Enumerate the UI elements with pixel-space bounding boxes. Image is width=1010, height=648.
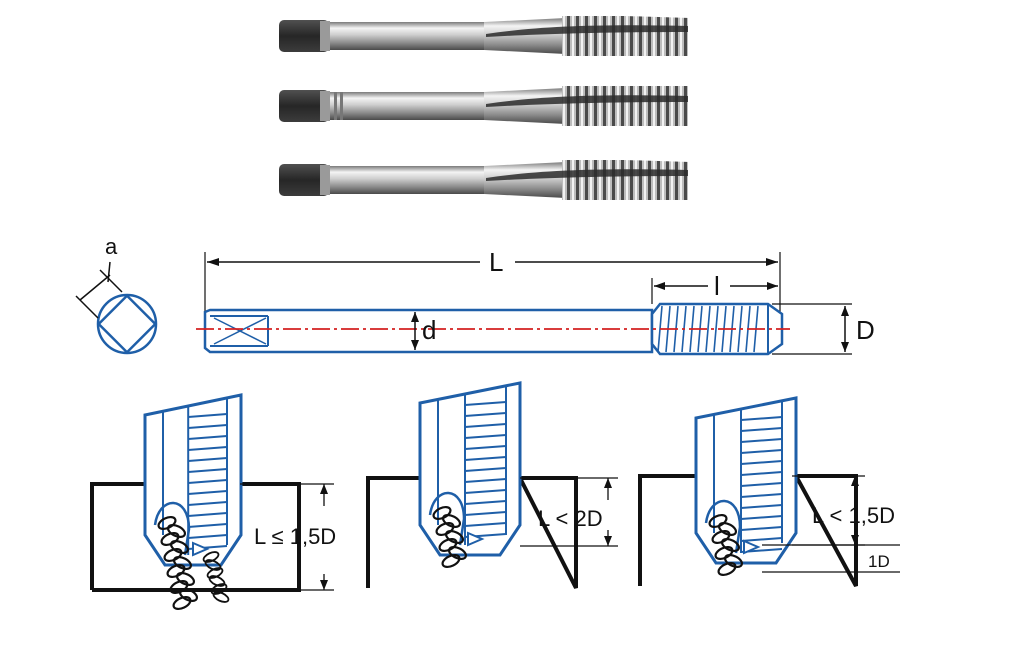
bottoming-tap-photo bbox=[279, 158, 690, 200]
thread-length-label: l bbox=[714, 271, 720, 301]
depth-label: L ≤ 1,5D bbox=[254, 524, 336, 549]
blind-hole-deep-example: L < 2D bbox=[366, 381, 618, 589]
hole-depth-examples: L ≤ 1,5D L < 2D L < 1,5D 1D bbox=[90, 381, 900, 611]
tap-thread bbox=[562, 16, 688, 56]
shank-diameter-dimension: d bbox=[411, 312, 436, 350]
blind-hole-shallow-example: L < 1,5D 1D bbox=[638, 396, 900, 587]
overall-length-dimension: L bbox=[204, 247, 781, 322]
square-size-label: a bbox=[105, 234, 118, 259]
tap-square-end bbox=[279, 20, 329, 52]
shank-diameter-label: d bbox=[422, 315, 436, 345]
tap-thread bbox=[562, 86, 688, 126]
through-hole-example: L ≤ 1,5D bbox=[90, 393, 336, 611]
one-diameter-label: 1D bbox=[868, 552, 890, 571]
depth-label: L < 1,5D bbox=[812, 503, 895, 528]
plug-tap-photo bbox=[279, 86, 688, 126]
tap-thread bbox=[562, 160, 688, 200]
nominal-diameter-label: D bbox=[856, 315, 875, 345]
thread-length-dimension: l bbox=[651, 271, 778, 304]
depth-label: L < 2D bbox=[538, 506, 603, 531]
overall-length-label: L bbox=[489, 247, 503, 277]
chip-swirl bbox=[708, 513, 744, 577]
tap-photo-group bbox=[279, 14, 690, 200]
taper-tap-photo bbox=[279, 14, 690, 56]
chip-swirl bbox=[157, 515, 230, 611]
tap-technical-drawing: a L l bbox=[75, 234, 875, 356]
square-end-view: a bbox=[75, 234, 158, 355]
nominal-diameter-dimension: D bbox=[772, 303, 875, 355]
tap-square-end bbox=[279, 164, 329, 196]
tap-square-end bbox=[279, 90, 329, 122]
tap-drawing-body bbox=[203, 302, 784, 356]
chip-swirl bbox=[432, 505, 468, 569]
